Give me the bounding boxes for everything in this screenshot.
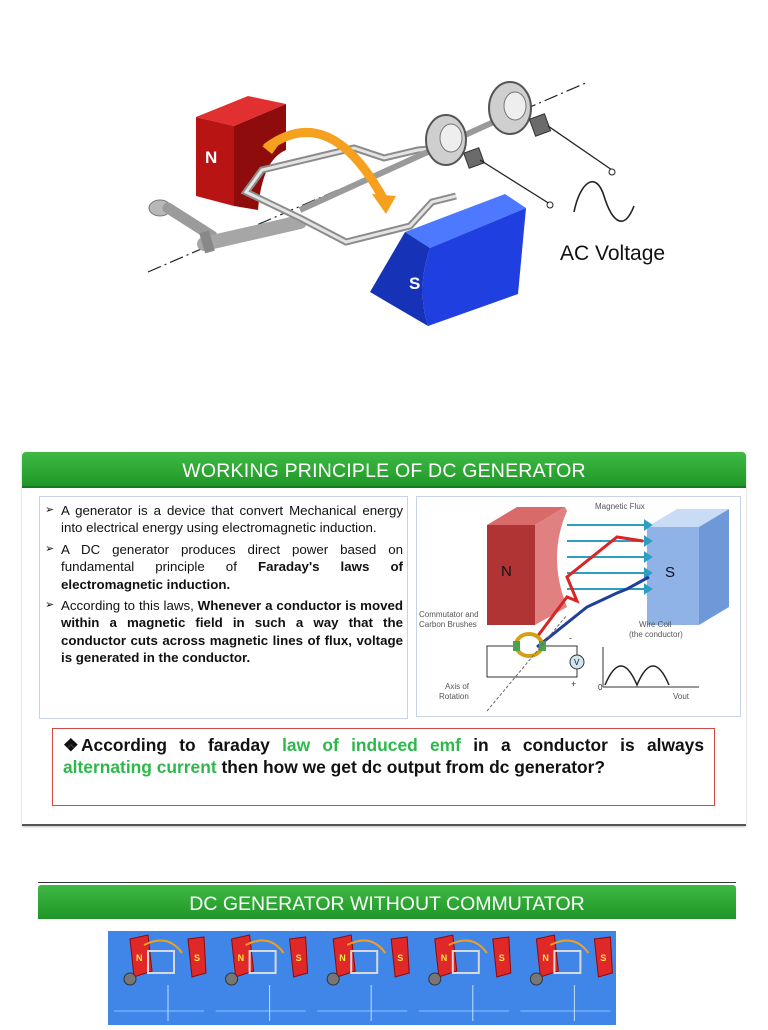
voltmeter-icon xyxy=(569,654,585,670)
question-text: ❖According to faraday law of induced emf… xyxy=(63,735,704,778)
plus-sign: + xyxy=(571,679,576,689)
frame-north-label: N xyxy=(441,953,448,963)
wire-coil-label: (the conductor) xyxy=(629,630,683,639)
slide-title: WORKING PRINCIPLE OF DC GENERATOR xyxy=(182,460,586,482)
principle-text-box: A generator is a device that convert Mec… xyxy=(39,496,408,719)
voltmeter-label: V xyxy=(574,658,580,667)
frame-north-label: N xyxy=(339,953,346,963)
slip-ring-2 xyxy=(488,81,616,176)
ac-waveform-icon xyxy=(573,181,635,222)
dc-generator-diagram-box: N S Magnetic Flux xyxy=(416,496,741,717)
bullet-item: A generator is a device that convert Mec… xyxy=(45,502,403,537)
frame-south-label: S xyxy=(600,953,606,963)
carbon-brush xyxy=(539,641,546,651)
question-part: in a conductor is always xyxy=(460,735,704,755)
vout-label: Vout xyxy=(673,692,690,701)
north-magnet: N xyxy=(196,96,286,210)
dc-pulse-waveform-icon xyxy=(604,665,670,687)
frame-north-label: N xyxy=(542,953,549,963)
slip-ring-1 xyxy=(425,114,554,209)
south-magnet: S xyxy=(647,509,729,625)
slide-working-principle: WORKING PRINCIPLE OF DC GENERATOR A gene… xyxy=(22,452,746,826)
magnetic-flux-label: Magnetic Flux xyxy=(595,502,645,511)
commutator-label: Carbon Brushes xyxy=(419,620,477,629)
bullet-bold-text: Whenever a conductor is moved within a m… xyxy=(61,598,403,666)
carbon-brush xyxy=(513,641,520,651)
axis-label: Axis of xyxy=(445,682,470,691)
slide-header: DC GENERATOR WITHOUT COMMUTATOR xyxy=(38,885,736,919)
rotation-axis xyxy=(486,614,568,712)
south-magnet: S xyxy=(370,194,526,326)
shaft xyxy=(298,107,522,213)
bullet-text: . xyxy=(226,576,231,592)
north-magnet: N xyxy=(487,507,567,625)
axis-label: Rotation xyxy=(439,692,469,701)
wire-coil-label: Wire Coil xyxy=(639,620,672,629)
vout-graph: 0 Vout xyxy=(598,647,699,701)
question-highlight: alternating current xyxy=(63,756,217,777)
bullet-item: A DC generator produces direct power bas… xyxy=(45,541,403,593)
frame-north-label: N xyxy=(136,953,143,963)
magnetic-flux-arrows xyxy=(567,519,653,595)
north-label: N xyxy=(205,148,217,167)
north-label: N xyxy=(501,563,512,580)
frame-south-label: S xyxy=(194,953,200,963)
question-box: ❖According to faraday law of induced emf… xyxy=(52,728,715,806)
question-part: According to faraday xyxy=(81,735,283,755)
frame-south-label: S xyxy=(499,953,505,963)
wire-coil-blue xyxy=(536,575,650,649)
zero-label: 0 xyxy=(598,683,603,692)
frame-south-label: S xyxy=(296,953,302,963)
crank-handle xyxy=(148,199,307,254)
minus-sign: - xyxy=(569,633,572,643)
south-label: S xyxy=(665,564,675,581)
dc-generator-diagram: N S Magnetic Flux xyxy=(419,502,729,712)
slide-title: DC GENERATOR WITHOUT COMMUTATOR xyxy=(189,893,585,915)
ac-voltage-label: AC Voltage xyxy=(560,242,666,265)
bullet-item: According to this laws, Whenever a condu… xyxy=(45,597,403,667)
question-highlight: law of induced emf xyxy=(282,735,461,755)
south-label: S xyxy=(409,274,420,293)
bullet-text: A DC generator produces direct power bas… xyxy=(61,541,403,575)
frame-north-label: N xyxy=(238,953,245,963)
rotation-arrow xyxy=(263,128,388,203)
bullet-bold-text: Faraday's laws of electromagnetic induct… xyxy=(61,559,403,592)
ac-generator-diagram: N xyxy=(147,81,635,326)
ac-generator-figure: N xyxy=(0,0,768,360)
slide-header: WORKING PRINCIPLE OF DC GENERATOR xyxy=(22,452,746,488)
commutator-label: Commutator and xyxy=(419,610,479,619)
frame-south-label: S xyxy=(397,953,403,963)
bullet-text: . xyxy=(246,650,251,666)
bullet-text: According to this laws, xyxy=(61,598,198,614)
bullet-text: A generator is a device that convert Mec… xyxy=(61,503,403,536)
question-part: then how we get dc output from dc genera… xyxy=(216,756,606,777)
wire-coil-red xyxy=(535,535,644,638)
diamond-bullet-icon: ❖ xyxy=(63,735,79,755)
